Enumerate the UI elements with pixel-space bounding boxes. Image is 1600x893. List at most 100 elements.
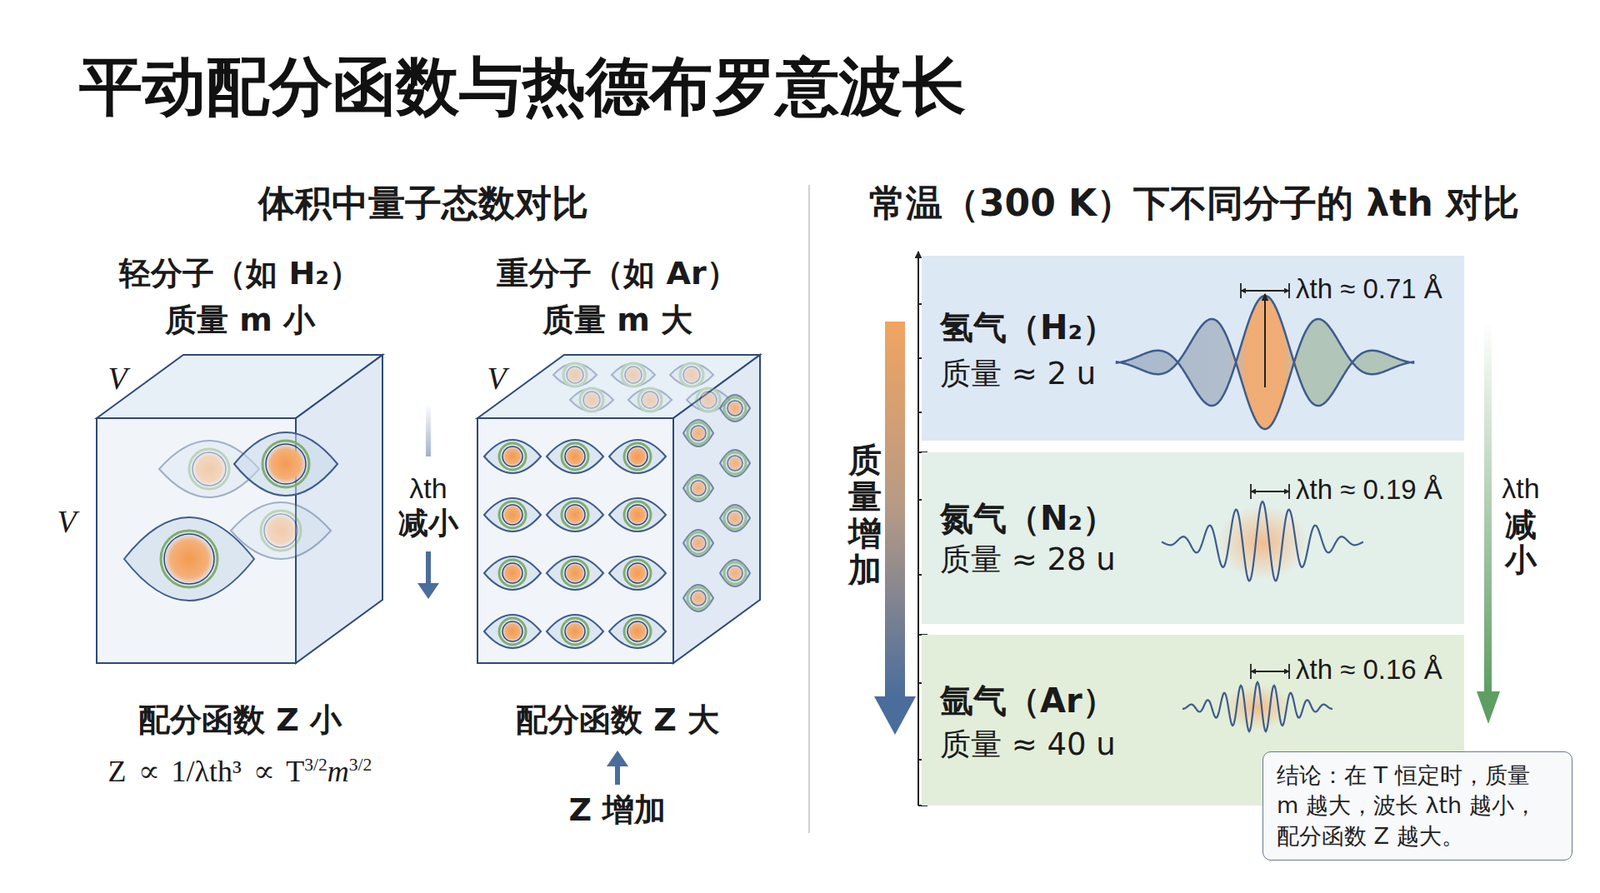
ring — [499, 501, 526, 529]
ring — [624, 560, 651, 587]
wave-lens — [611, 363, 655, 387]
molecule-label: 重分子（如 Ar） — [496, 255, 738, 294]
particle — [164, 534, 215, 585]
ring — [499, 560, 526, 587]
molecule-band: 氢气（H₂）质量 ≈ 2 uλth ≈ 0.71 Å — [921, 255, 1465, 441]
particle — [690, 480, 706, 496]
wave-blob — [484, 498, 541, 532]
particle — [700, 391, 717, 409]
wave-blob — [720, 395, 750, 422]
divider — [808, 185, 810, 834]
molecule-name: 氮气（N₂） — [940, 498, 1116, 539]
wave-blob — [546, 440, 604, 474]
bracket-tick — [1250, 664, 1252, 680]
wave-lens — [546, 615, 604, 649]
ring — [262, 440, 310, 488]
particle — [565, 621, 585, 642]
ring — [561, 560, 589, 587]
bracket-tick — [1240, 283, 1242, 299]
wave-lens — [609, 498, 666, 532]
ring — [624, 501, 651, 529]
particle — [502, 446, 523, 467]
ring — [687, 477, 710, 500]
wave-blob — [484, 615, 541, 649]
volume-label: V — [107, 360, 127, 399]
ring — [561, 443, 589, 470]
ring — [561, 618, 589, 645]
ring — [638, 388, 662, 412]
wave-blob — [124, 517, 255, 601]
particle — [690, 535, 706, 551]
ring — [687, 422, 710, 445]
partition-label: 配分函数 Z 大 — [515, 701, 720, 740]
axis-label: 质量增加 — [848, 441, 882, 589]
particle — [727, 565, 743, 581]
particle — [690, 590, 706, 606]
particle — [690, 425, 706, 441]
wave-blob — [720, 560, 750, 587]
wave-lens — [546, 556, 604, 590]
ring — [561, 501, 589, 529]
lambda-label: λth — [1501, 471, 1540, 506]
lambda-decrease-side-arrow — [1476, 321, 1500, 725]
molecule-band: 氮气（N₂）质量 ≈ 28 uλth ≈ 0.19 Å — [921, 452, 1465, 625]
mass-value: 质量 ≈ 2 u — [940, 355, 1096, 393]
wave-blob — [546, 615, 604, 649]
wave-lens — [484, 556, 541, 590]
light-molecule-cube — [96, 355, 383, 664]
wave-lens — [553, 363, 597, 387]
wave-lens — [546, 498, 604, 532]
formula: m — [327, 755, 350, 789]
conclusion-box: 结论：在 T 恒定时，质量 m 越大，波长 λth 越小，配分函数 Z 越大。 — [1262, 751, 1573, 861]
wave-line — [1182, 682, 1333, 732]
wave-lens — [720, 560, 750, 587]
title: 平动配分函数与热德布罗意波长 — [79, 48, 966, 125]
particle — [727, 400, 743, 416]
wave-lens — [609, 615, 666, 649]
wave-blob — [720, 505, 750, 532]
particle — [727, 455, 743, 471]
ring — [499, 618, 526, 645]
ring — [160, 530, 218, 588]
particle — [627, 563, 648, 584]
section-heading: 体积中量子态数对比 — [258, 181, 589, 226]
wave-lens — [683, 420, 714, 447]
wave-blob — [609, 556, 666, 590]
wave-blob — [683, 585, 714, 612]
amplitude-arrow — [1264, 294, 1266, 388]
particle — [683, 366, 700, 384]
formula-exponent: 3/2 — [304, 755, 328, 775]
wave-blob — [546, 498, 604, 532]
wave-blob — [683, 420, 714, 447]
wave-lens — [683, 475, 714, 502]
wavelength-bracket — [1250, 670, 1290, 673]
wave-blob — [683, 530, 714, 557]
particle — [641, 391, 659, 409]
ring — [696, 388, 720, 412]
particle — [502, 621, 523, 642]
particle — [264, 514, 298, 548]
particle — [727, 510, 743, 526]
wave-lens — [720, 450, 750, 477]
wave-blob — [234, 432, 338, 496]
wave-blob — [683, 475, 714, 502]
particle — [565, 563, 585, 584]
molecule-name: 氢气（H₂） — [940, 307, 1116, 348]
ring — [563, 363, 587, 387]
wave-blob — [570, 388, 614, 412]
wave-blob — [553, 363, 597, 387]
wave-blob — [670, 363, 714, 387]
wave-lens — [609, 556, 666, 590]
wavelength-value: λth ≈ 0.19 Å — [1295, 473, 1443, 507]
wave-lens — [628, 388, 672, 412]
wave-lens — [124, 517, 255, 601]
ring — [499, 443, 526, 470]
wave-lens — [683, 585, 714, 612]
molecule-label: 轻分子（如 H₂） — [119, 255, 361, 294]
formula: Z ∝ 1/λth³ ∝ T — [108, 755, 305, 789]
particle — [502, 563, 523, 584]
ring — [260, 510, 301, 551]
lambda-label: λth — [409, 471, 447, 506]
mass-value: 质量 ≈ 40 u — [940, 726, 1116, 764]
wave-blob — [484, 556, 541, 590]
